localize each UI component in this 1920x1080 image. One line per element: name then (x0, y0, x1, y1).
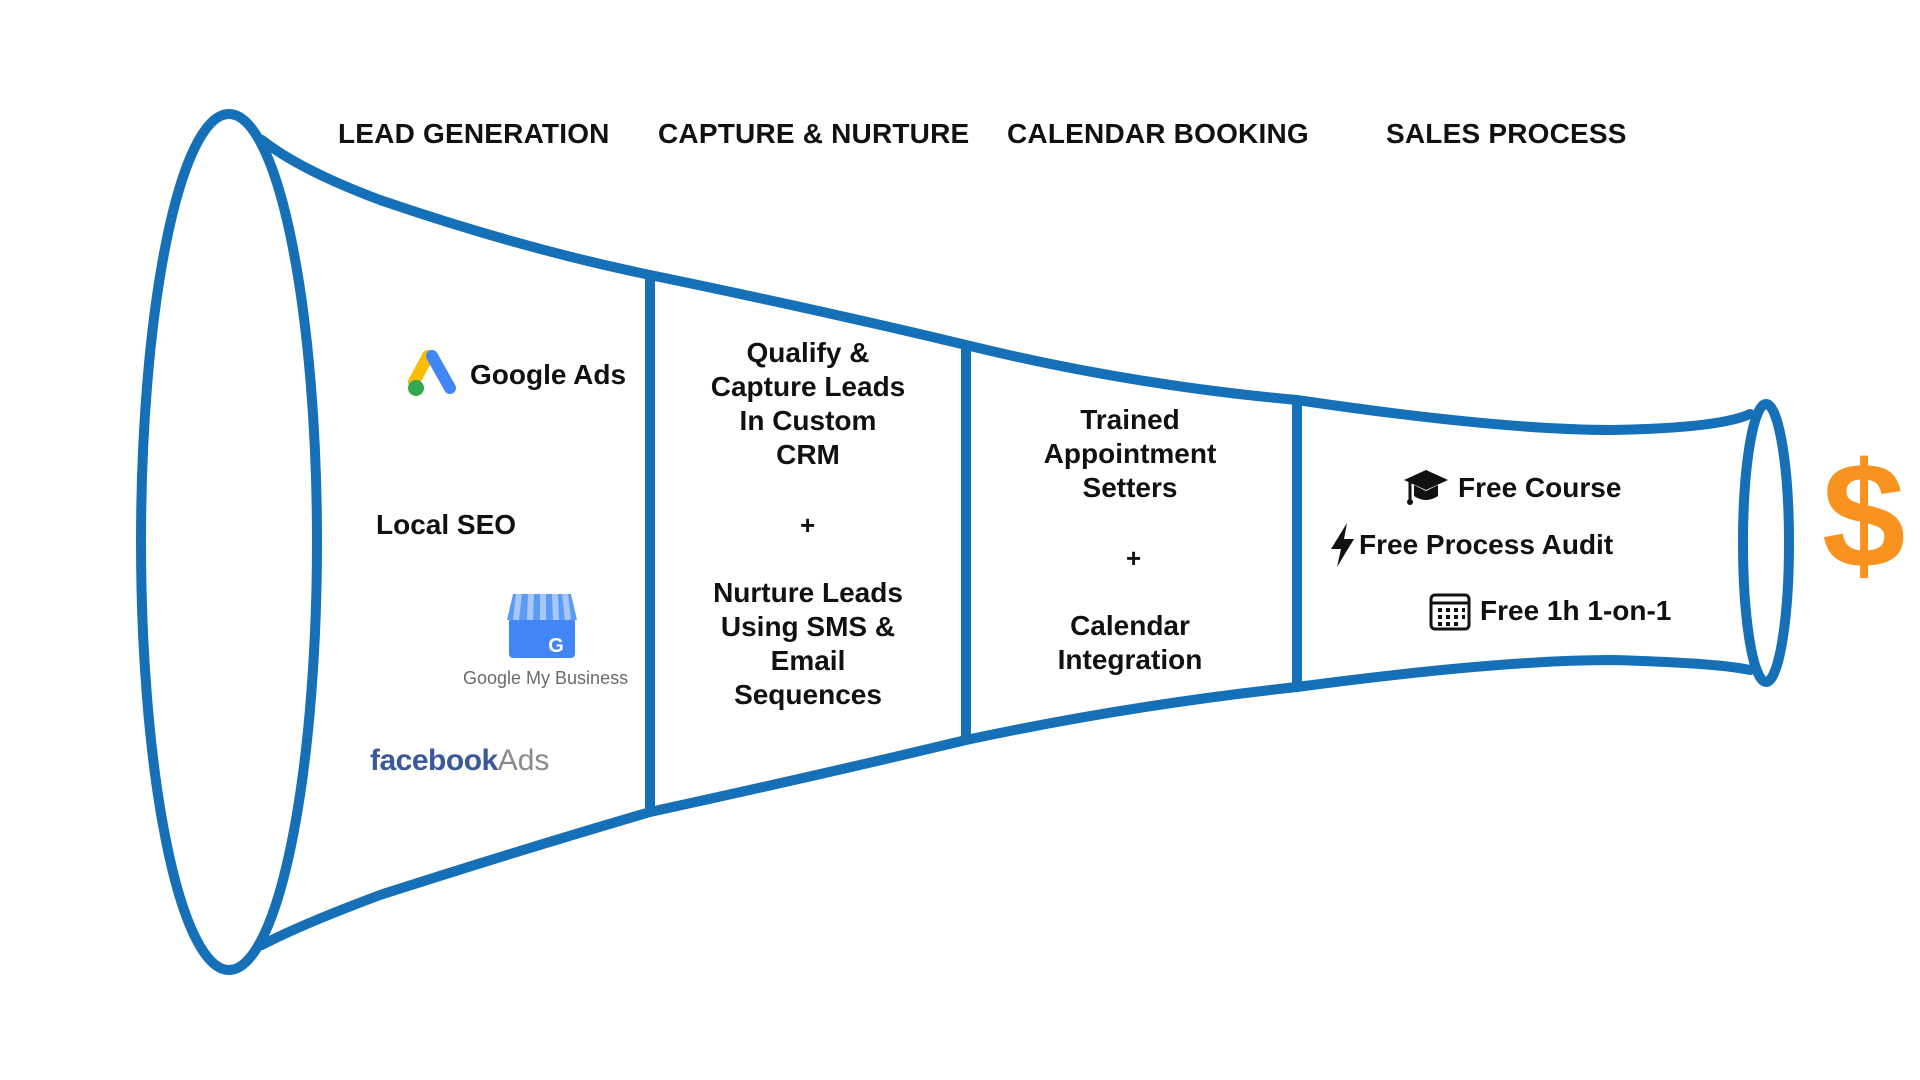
free-session-label: Free 1h 1-on-1 (1480, 595, 1672, 626)
funnel-left-opening (136, 109, 322, 975)
funnel-bottom-edge (257, 655, 1755, 950)
google-ads-label: Google Ads (470, 359, 627, 390)
free-course-label: Free Course (1458, 472, 1622, 503)
nurture-line: Sequences (734, 679, 882, 710)
graduation-cap-icon (1404, 470, 1448, 505)
dollar-sign: $ (1822, 431, 1906, 599)
capture-line: Capture Leads (710, 371, 906, 402)
free-audit-label: Free Process Audit (1359, 529, 1614, 560)
calendar-line: Calendar (1070, 610, 1190, 641)
facebook-ads-text: Ads (497, 744, 550, 777)
facebook-ads-logo: facebookAds (370, 744, 549, 778)
stage-title-capture-nurture: CAPTURE & NURTURE (658, 118, 970, 149)
calendar-top-text: Trained Appointment Setters (1010, 403, 1250, 505)
capture-line: CRM (776, 439, 840, 470)
calendar-line: Setters (1082, 472, 1178, 503)
google-my-business-label: Google My Business (463, 668, 629, 688)
stage-title-lead-generation: LEAD GENERATION (338, 118, 610, 149)
capture-line: In Custom (739, 405, 877, 436)
calendar-plus: + (1126, 543, 1142, 573)
nurture-line: Using SMS & (720, 611, 896, 642)
capture-bottom-text: Nurture Leads Using SMS & Email Sequence… (688, 576, 928, 712)
capture-top-text: Qualify & Capture Leads In Custom CRM (688, 336, 928, 472)
calendar-line: Trained (1080, 404, 1180, 435)
local-seo-label: Local SEO (376, 509, 517, 540)
capture-line: Qualify & (746, 337, 870, 368)
google-ads-icon (408, 350, 456, 396)
nurture-line: Nurture Leads (713, 577, 903, 608)
capture-plus: + (800, 510, 816, 540)
google-ads-item: Google Ads (408, 350, 626, 400)
stage-title-calendar-booking: CALENDAR BOOKING (1007, 118, 1309, 149)
funnel-right-opening (1738, 399, 1794, 687)
calendar-line: Appointment (1043, 438, 1217, 469)
stage-title-sales-process: SALES PROCESS (1386, 118, 1627, 149)
calendar-icon (1429, 593, 1471, 631)
free-audit-item: Free Process Audit (1327, 521, 1613, 569)
facebook-brand-text: facebook (370, 744, 498, 777)
free-session-item: Free 1h 1-on-1 (1428, 591, 1671, 631)
gmb-logo-letter: G (548, 635, 564, 657)
free-course-item: Free Course (1402, 466, 1621, 510)
calendar-line: Integration (1057, 644, 1203, 675)
nurture-line: Email (770, 645, 846, 676)
calendar-bottom-text: Calendar Integration (1010, 609, 1250, 677)
google-my-business-icon: G (507, 593, 577, 658)
lightning-bolt-icon (1331, 523, 1354, 567)
